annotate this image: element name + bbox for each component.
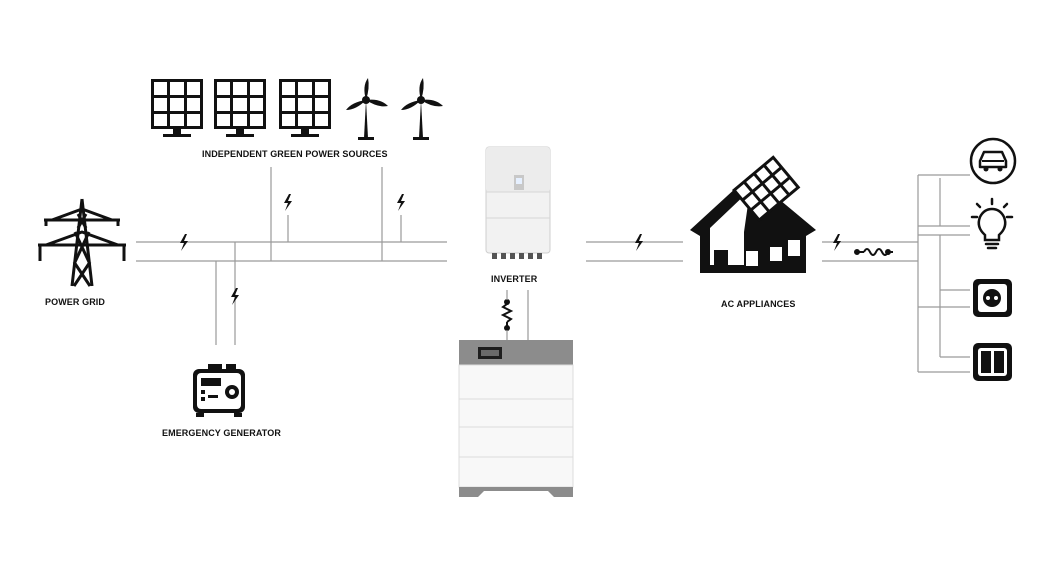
car-icon (969, 137, 1017, 185)
bolt-icon (397, 194, 405, 211)
power-outlet-icon (973, 279, 1012, 317)
bolt-icon (635, 234, 643, 251)
bolt-icon (284, 194, 292, 211)
battery-stack (458, 340, 574, 497)
fuse-icon (854, 248, 893, 256)
emergency-generator-label: EMERGENCY GENERATOR (162, 428, 281, 438)
bolt-icon (180, 234, 188, 251)
light-bulb-icon (970, 197, 1014, 250)
inverter-device (485, 146, 551, 259)
bolt-icon (833, 234, 841, 251)
inverter-label: INVERTER (491, 274, 538, 284)
ac-appliances-label: AC APPLIANCES (721, 299, 796, 309)
connection-lines (136, 167, 970, 373)
light-switch-icon (973, 343, 1012, 381)
house-icon (690, 155, 816, 273)
green-sources-label: INDEPENDENT GREEN POWER SOURCES (202, 149, 388, 159)
wind-turbine-icon (346, 78, 388, 140)
battery-fuse-icon (500, 290, 514, 340)
power-grid-label: POWER GRID (45, 297, 106, 307)
generator-icon (193, 364, 245, 417)
solar-panel-icon (279, 79, 331, 137)
bolt-icons (180, 194, 841, 305)
solar-panel-icon (214, 79, 266, 137)
solar-panel-icon (151, 79, 203, 137)
bolt-icon (231, 288, 239, 305)
power-pylon-icon (38, 198, 126, 287)
wind-turbine-icon (401, 78, 443, 140)
